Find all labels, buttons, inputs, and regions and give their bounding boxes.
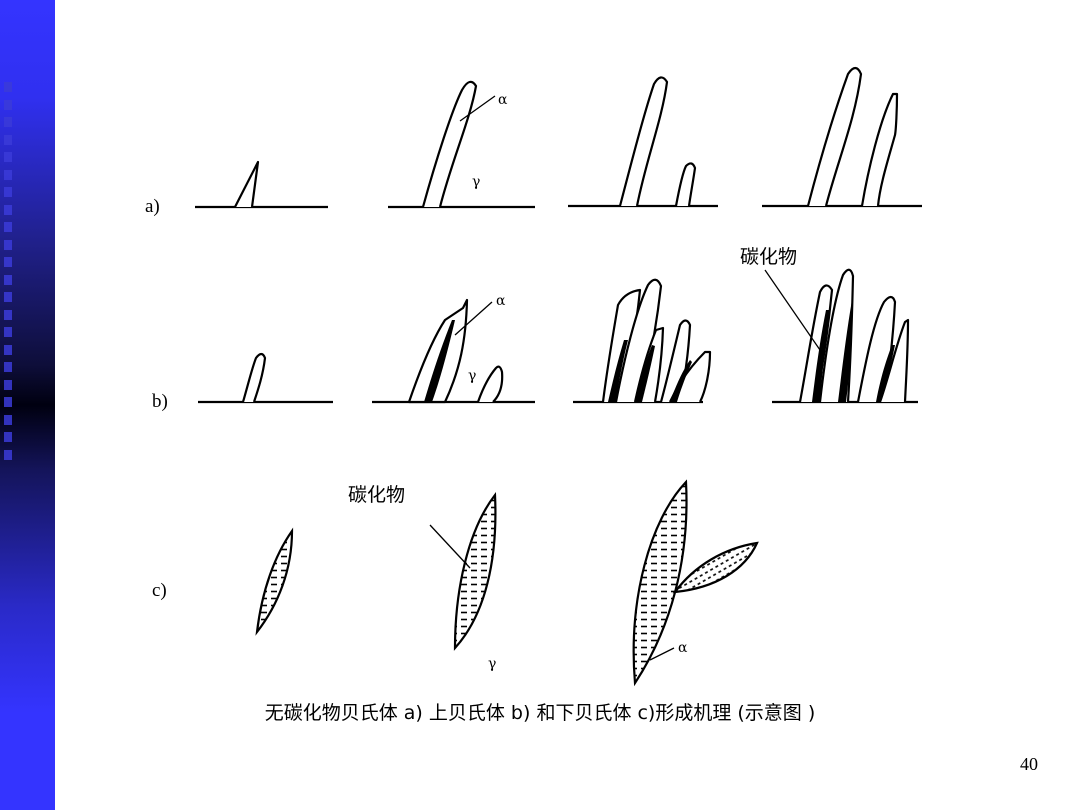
stage-c1 xyxy=(255,527,294,636)
sidebar-square xyxy=(4,239,12,250)
sidebar-square xyxy=(4,344,12,355)
figure-caption: 无碳化物贝氏体 a) 上贝氏体 b) 和下贝氏体 c)形成机理 (示意图 ) xyxy=(264,702,816,724)
row-label-a: a) xyxy=(145,196,160,217)
sidebar-square xyxy=(4,309,12,320)
stage-b4: 碳化物 xyxy=(740,246,918,404)
sidebar-square xyxy=(4,327,12,337)
stage-c3: α xyxy=(632,479,759,687)
sidebar-square xyxy=(4,274,12,285)
stage-a4 xyxy=(762,66,922,208)
sidebar-square xyxy=(4,117,12,127)
stage-a3 xyxy=(568,76,718,208)
page-number: 40 xyxy=(1020,754,1038,774)
gamma-label: γ xyxy=(472,174,480,190)
sidebar-square xyxy=(4,432,12,442)
alpha-label: α xyxy=(496,293,506,309)
carbide-label: 碳化物 xyxy=(740,246,797,268)
alpha-label: α xyxy=(678,640,688,656)
sidebar-square xyxy=(4,134,12,145)
row-label-c: c) xyxy=(152,580,167,601)
sidebar-square xyxy=(4,152,12,162)
sidebar-square xyxy=(4,257,12,267)
sidebar-square xyxy=(4,397,12,407)
sidebar-square xyxy=(4,362,12,372)
stage-a2: α γ xyxy=(388,80,535,209)
stage-b2: α γ xyxy=(372,293,535,404)
stage-b3 xyxy=(573,278,712,404)
stage-a1 xyxy=(195,160,328,209)
sidebar-square xyxy=(4,222,12,232)
stage-c2: 碳化物 γ xyxy=(348,484,497,672)
carbide-label: 碳化物 xyxy=(348,484,405,506)
sidebar-square xyxy=(4,292,12,302)
sidebar-square xyxy=(4,414,12,425)
sidebar-square xyxy=(4,82,12,92)
sidebar-square xyxy=(4,204,12,215)
stage-b1 xyxy=(198,352,333,404)
alpha-label: α xyxy=(498,92,508,108)
sidebar-square xyxy=(4,449,12,460)
sidebar-square xyxy=(4,187,12,197)
gamma-label: γ xyxy=(488,656,496,672)
gamma-label: γ xyxy=(468,368,476,384)
row-label-b: b) xyxy=(152,391,168,412)
sidebar-square xyxy=(4,99,12,110)
sidebar-square xyxy=(4,169,12,180)
sidebar-square xyxy=(4,379,12,390)
